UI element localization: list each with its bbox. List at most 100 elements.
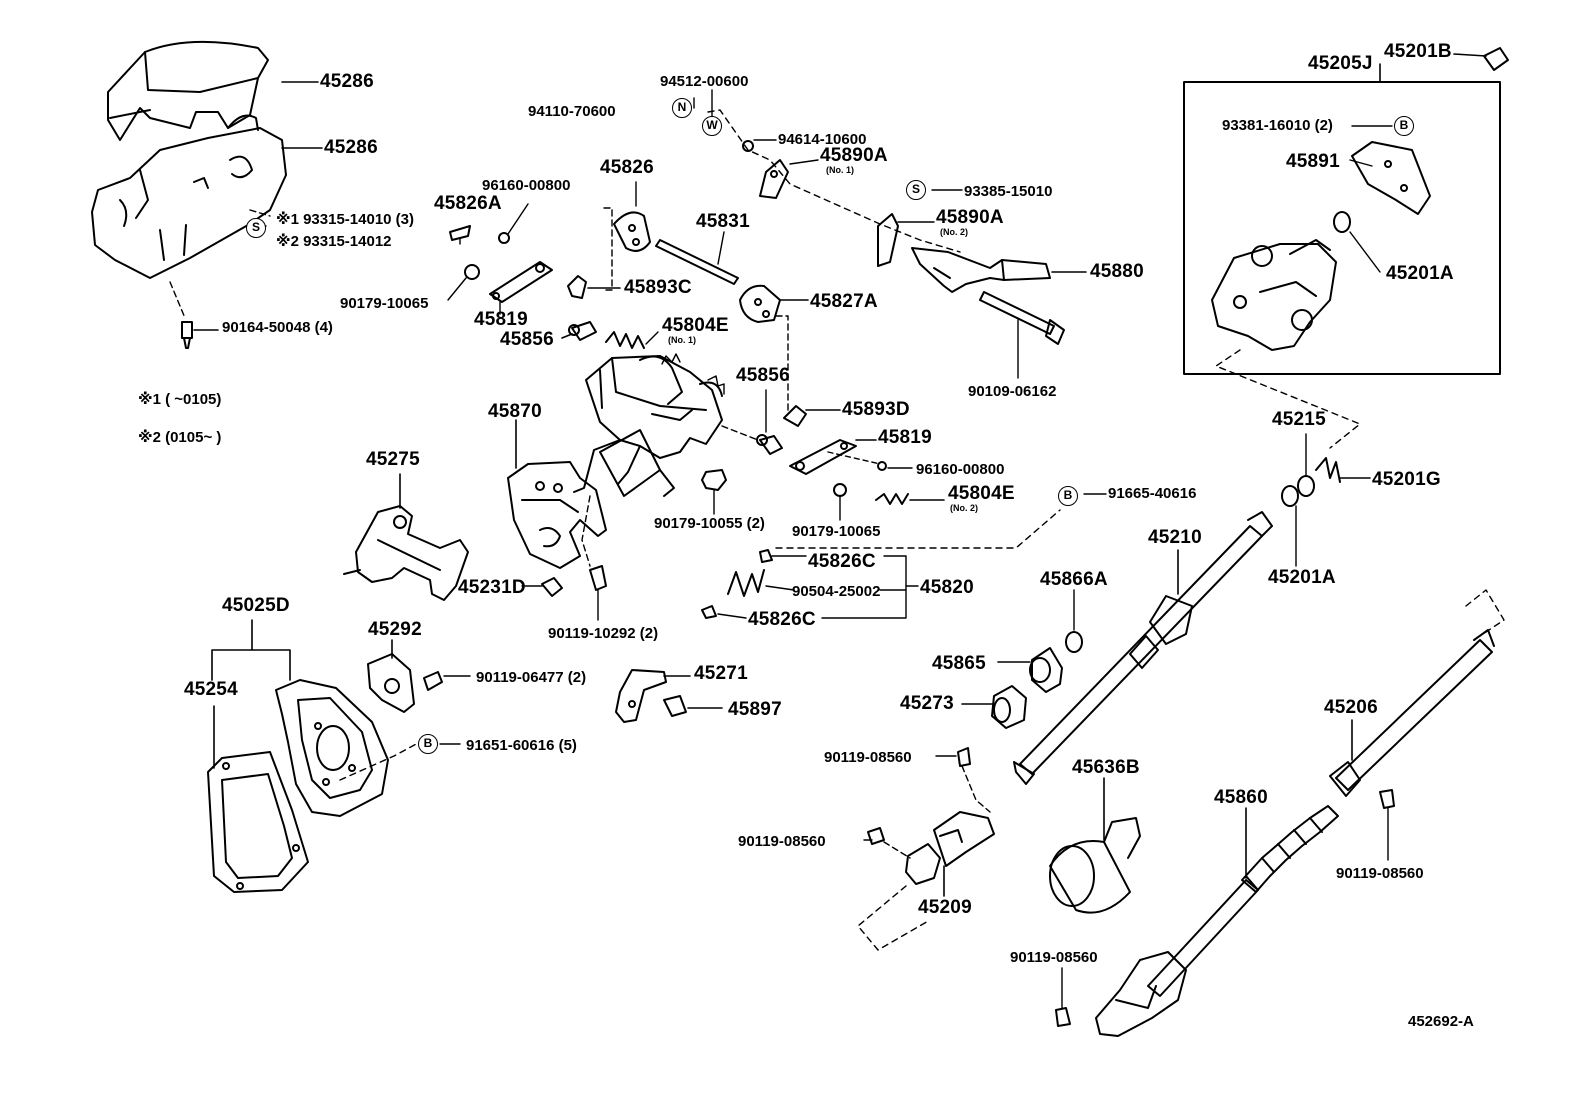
label-45893d: 45893D xyxy=(842,399,910,420)
label-90179-10065-b: 90179-10065 xyxy=(792,523,881,540)
shaft-45210-part[interactable] xyxy=(1013,511,1273,785)
label-45210: 45210 xyxy=(1148,527,1202,548)
label-45231d: 45231D xyxy=(458,577,526,598)
label-93315-14010: ※1 93315-14010 (3) xyxy=(276,211,415,228)
shaft-45831-part[interactable] xyxy=(655,239,739,285)
label-no1-b: (No. 1) xyxy=(826,165,854,175)
label-45206: 45206 xyxy=(1324,697,1378,718)
label-45275: 45275 xyxy=(366,449,420,470)
clip-45231d-part[interactable] xyxy=(541,577,563,597)
oring-45201a-part[interactable] xyxy=(1333,211,1351,233)
bolt-90109-part[interactable] xyxy=(979,291,1065,345)
bolt-90119-10292-part[interactable] xyxy=(589,565,607,591)
label-45827a: 45827A xyxy=(810,291,878,312)
label-90179-10055: 90179-10055 (2) xyxy=(654,515,765,532)
bracket-45891-part[interactable] xyxy=(1351,141,1431,215)
label-45831: 45831 xyxy=(696,211,750,232)
bolt-45897-part[interactable] xyxy=(663,695,687,717)
label-no1-a: (No. 1) xyxy=(668,335,696,345)
shaft-45860-part[interactable] xyxy=(1095,805,1339,1037)
label-45804e-1: 45804E xyxy=(662,315,729,336)
label-45891: 45891 xyxy=(1286,151,1340,172)
lever-45819a-part[interactable] xyxy=(489,261,553,303)
bearing-45215-part[interactable] xyxy=(1297,475,1315,497)
lever-45819b-part[interactable] xyxy=(789,439,857,475)
bracket-45271-part[interactable] xyxy=(615,669,667,723)
label-90119-08560-c: 90119-08560 xyxy=(1010,949,1098,966)
bushing-45273-part[interactable] xyxy=(991,685,1027,729)
label-45826c-b: 45826C xyxy=(748,609,816,630)
spring-45804e-1-part[interactable] xyxy=(605,331,645,349)
label-45286-upper: 45286 xyxy=(320,71,374,92)
lever-45826-part[interactable] xyxy=(613,211,651,252)
label-45201g: 45201G xyxy=(1372,469,1441,490)
spring-90504-part[interactable] xyxy=(727,569,765,597)
label-90504-25002: 90504-25002 xyxy=(792,583,881,600)
nut-90179-10055-part[interactable] xyxy=(701,469,727,491)
label-96160-00800-b: 96160-00800 xyxy=(916,461,1005,478)
label-45201a-b: 45201A xyxy=(1268,567,1336,588)
label-45819-a: 45819 xyxy=(474,309,528,330)
symbol-n-circle: N xyxy=(672,98,692,118)
bushing-45865-part[interactable] xyxy=(1029,647,1063,693)
nut-96160a-part[interactable] xyxy=(498,232,510,244)
bolt-90119-08560a-part[interactable] xyxy=(957,747,971,767)
label-45205j: 45205J xyxy=(1308,53,1373,74)
label-45215: 45215 xyxy=(1272,409,1326,430)
lever-45880-part[interactable] xyxy=(911,247,1051,293)
label-45273: 45273 xyxy=(900,693,954,714)
lower-column-cover-part[interactable] xyxy=(91,127,287,279)
washer-94614-part[interactable] xyxy=(742,140,754,152)
plate-45025d-part[interactable] xyxy=(275,679,389,817)
cap-45826cb-part[interactable] xyxy=(701,605,717,619)
screw-45826a-part[interactable] xyxy=(449,225,471,241)
clip-45893c-part[interactable] xyxy=(567,275,587,299)
bolt-45856a-part[interactable] xyxy=(568,321,597,341)
label-94110-70600: 94110-70600 xyxy=(528,103,616,120)
label-91665-40616: 91665-40616 xyxy=(1108,485,1197,502)
note-1: ※1 ( ~0105) xyxy=(138,391,222,408)
lever-45827a-part[interactable] xyxy=(739,284,781,323)
clip-45893d-part[interactable] xyxy=(783,405,807,427)
seal-45866a-part[interactable] xyxy=(1065,631,1083,653)
label-no2-a: (No. 2) xyxy=(940,227,968,237)
cover-45636b-part[interactable] xyxy=(1049,817,1141,914)
cover-screw-part[interactable] xyxy=(181,321,193,349)
cap-45826ca-part[interactable] xyxy=(759,549,773,563)
bolt-90119-08560c-part[interactable] xyxy=(1055,1007,1071,1027)
label-45893c: 45893C xyxy=(624,277,692,298)
symbol-w-circle: W xyxy=(702,116,722,136)
lever-45890a-2-part[interactable] xyxy=(877,213,899,267)
oring-45201ab-part[interactable] xyxy=(1281,485,1299,507)
upper-column-cover-part[interactable] xyxy=(107,40,269,141)
spring-45201g-part[interactable] xyxy=(1315,457,1341,483)
label-90164-50048: 90164-50048 (4) xyxy=(222,319,333,336)
plate-45292-part[interactable] xyxy=(367,653,415,713)
bolt-90119-08560d-part[interactable] xyxy=(1379,789,1395,809)
nut-90179c-part[interactable] xyxy=(833,483,847,497)
label-45826c-a: 45826C xyxy=(808,551,876,572)
nut-96160b-part[interactable] xyxy=(877,461,887,471)
label-45201b: 45201B xyxy=(1384,41,1452,62)
spring-45804e-2-part[interactable] xyxy=(875,493,909,505)
bolt-45856b-part[interactable] xyxy=(756,434,783,455)
lever-45890a-1-part[interactable] xyxy=(759,159,789,199)
column-bracket-part[interactable] xyxy=(507,355,723,569)
label-91651-60616: 91651-60616 (5) xyxy=(466,737,577,754)
joint-45209-part[interactable] xyxy=(905,811,995,885)
bolt-90119-08560b-part[interactable] xyxy=(867,827,885,845)
label-45880: 45880 xyxy=(1090,261,1144,282)
label-90109-06162: 90109-06162 xyxy=(968,383,1057,400)
label-45286-lower: 45286 xyxy=(324,137,378,158)
pump-45205j-part[interactable] xyxy=(1211,239,1337,351)
boot-45254-part[interactable] xyxy=(207,751,309,893)
label-45865: 45865 xyxy=(932,653,986,674)
clip-45201b-part[interactable] xyxy=(1483,47,1509,71)
bolt-90119-06477-part[interactable] xyxy=(423,671,443,691)
symbol-s-circle-2: S xyxy=(906,180,926,200)
bracket-45275-part[interactable] xyxy=(343,505,469,601)
label-45271: 45271 xyxy=(694,663,748,684)
nut-90179a-part[interactable] xyxy=(464,264,480,280)
label-45856-b: 45856 xyxy=(736,365,790,386)
